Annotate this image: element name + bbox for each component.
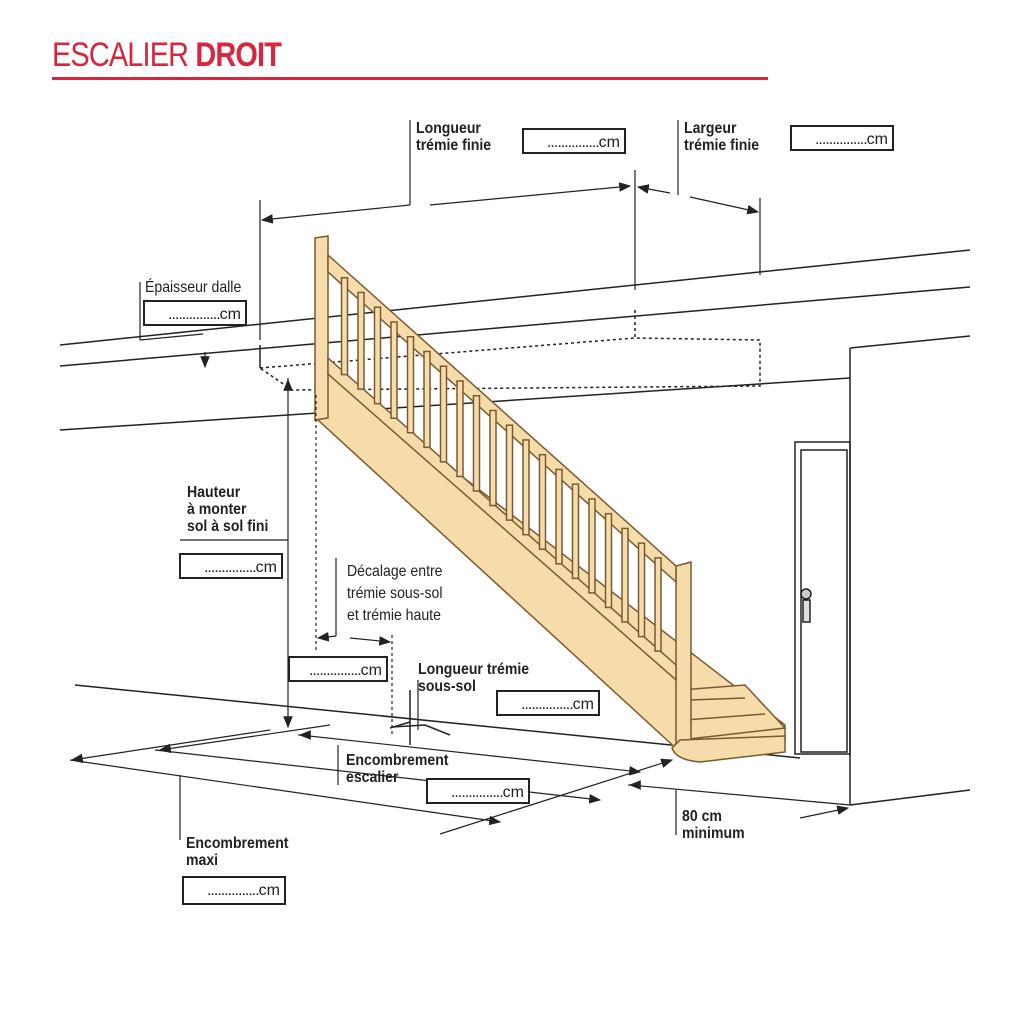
baluster xyxy=(555,468,563,565)
title-light: ESCALIER xyxy=(52,36,189,74)
label-line: Longueur trémie xyxy=(418,661,530,678)
label-line: Largeur xyxy=(684,120,737,137)
decalage-field: ...............cm xyxy=(288,656,388,682)
label-line: escalier xyxy=(346,769,399,786)
label-line: Encombrement xyxy=(186,835,289,852)
baluster xyxy=(538,453,547,550)
field-unit: cm xyxy=(598,134,620,151)
baluster xyxy=(439,365,448,463)
field-blank: ............... xyxy=(206,882,260,899)
baluster xyxy=(489,409,497,507)
field-blank: ............... xyxy=(546,134,600,151)
field-blank: ............... xyxy=(308,662,362,679)
encombrement-escalier-field: ...............cm xyxy=(426,778,530,804)
longueur-tremie-finie-field: ...............cm xyxy=(522,128,626,154)
label-line: et trémie haute xyxy=(347,607,441,624)
field-blank: ............... xyxy=(203,559,257,576)
label-line: trémie finie xyxy=(684,137,760,154)
title-bold: DROIT xyxy=(195,36,282,74)
label-line: sous-sol xyxy=(418,678,476,695)
baluster xyxy=(637,542,646,638)
baluster xyxy=(522,439,530,536)
baluster xyxy=(571,483,580,580)
baluster xyxy=(423,350,431,449)
page-title: ESCALIER DROIT xyxy=(52,36,282,75)
label-line: minimum xyxy=(682,825,745,842)
label-line: sol à sol fini xyxy=(187,518,269,535)
title-underline xyxy=(52,77,768,80)
largeur-tremie-finie-field: ...............cm xyxy=(790,125,894,151)
ceiling-slab xyxy=(59,249,971,431)
baluster xyxy=(373,306,382,405)
field-blank: ............... xyxy=(520,696,574,713)
wall-with-door xyxy=(794,335,971,806)
baluster xyxy=(406,335,415,434)
hauteur-field: ...............cm xyxy=(179,553,283,579)
baluster xyxy=(340,276,349,376)
longueur-tremie-sous-sol-field: ...............cm xyxy=(496,690,600,716)
baluster xyxy=(621,527,629,623)
label-line: 80 cm xyxy=(682,808,722,825)
epaisseur-dalle-field: ...............cm xyxy=(143,300,247,326)
label-line: trémie sous-sol xyxy=(347,585,443,602)
label-line: Longueur xyxy=(416,120,481,137)
baluster xyxy=(505,424,514,521)
baluster xyxy=(604,512,613,609)
label-line: Décalage entre xyxy=(347,563,443,580)
baluster xyxy=(456,380,464,478)
label-decalage: Décalage entre trémie sous-sol et trémie h… xyxy=(347,561,442,627)
encombrement-maxi-field: ...............cm xyxy=(182,876,286,905)
field-unit: cm xyxy=(360,662,382,679)
label-line: à monter xyxy=(187,501,247,518)
field-blank: ............... xyxy=(167,306,221,323)
label-epaisseur-dalle: Épaisseur dalle xyxy=(145,279,242,296)
field-unit: cm xyxy=(219,306,241,323)
field-unit: cm xyxy=(255,559,277,576)
field-blank: ............... xyxy=(450,784,504,801)
label-line: maxi xyxy=(186,852,219,869)
field-unit: cm xyxy=(572,696,594,713)
label-line: Hauteur xyxy=(187,484,241,501)
field-unit: cm xyxy=(258,882,280,899)
baluster xyxy=(588,498,596,594)
dimension-lines xyxy=(69,120,851,840)
baluster xyxy=(390,321,398,419)
baluster xyxy=(472,394,481,492)
field-blank: ............... xyxy=(814,131,868,148)
field-unit: cm xyxy=(502,784,524,801)
field-unit: cm xyxy=(866,131,888,148)
label-line: trémie finie xyxy=(416,137,492,154)
straight-staircase xyxy=(314,235,787,763)
baluster xyxy=(654,557,662,652)
baluster xyxy=(357,291,365,390)
label-line: Encombrement xyxy=(346,752,449,769)
